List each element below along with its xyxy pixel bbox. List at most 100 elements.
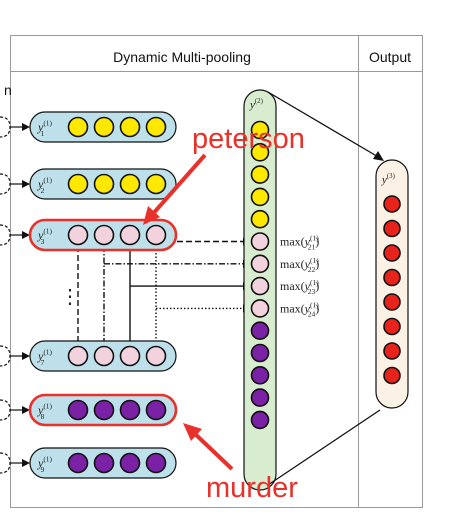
pool-to-output-arrow	[267, 91, 381, 159]
pooling-neuron	[250, 120, 270, 140]
feature-row-7: y(1)7	[0, 340, 177, 372]
feature-map-rows: y(1)1 y(1)2 y(1)3 y(1)7 y(1)8 y(1)9	[0, 111, 178, 479]
output-neuron	[383, 293, 401, 311]
neuron	[119, 173, 141, 195]
pooling-neuron	[250, 165, 270, 184]
peterson-arrow	[149, 153, 207, 218]
neuron	[145, 452, 167, 474]
prior-layer-stub	[0, 452, 11, 474]
max-label-22: max(y(1)22)	[280, 256, 319, 274]
neuron	[119, 224, 141, 246]
arrow-head	[22, 459, 30, 467]
neuron	[93, 345, 115, 367]
pooling-connections	[77, 237, 251, 345]
output-header: Output	[369, 49, 411, 65]
feature-row-2: y(1)2	[0, 168, 177, 200]
pooling-neuron	[250, 143, 270, 162]
pooling-neuron	[250, 209, 270, 229]
pooling-neuron	[250, 410, 270, 430]
annotation-arrows	[143, 153, 234, 471]
neuron	[119, 345, 141, 367]
neuron	[67, 116, 89, 138]
output-neuron	[383, 219, 401, 238]
row-label: y(1)3	[37, 227, 53, 246]
pooling-neuron	[250, 388, 270, 407]
neuron	[145, 345, 167, 367]
output-neuron	[383, 268, 401, 287]
left-header-fragment: n	[4, 82, 12, 98]
row-label: y(1)7	[37, 348, 53, 367]
annotation-peterson: peterson	[192, 123, 305, 155]
neuron	[67, 399, 89, 421]
row-label: y(1)2	[37, 176, 53, 195]
prior-layer-stub	[0, 173, 11, 195]
feature-row-1: y(1)1	[0, 111, 177, 143]
output-neuron	[383, 317, 401, 336]
neuron	[67, 224, 89, 246]
output-panel-frame	[358, 35, 423, 508]
output-neuron	[383, 342, 401, 360]
neuron	[67, 345, 89, 367]
neuron	[145, 173, 167, 195]
output-neuron	[383, 366, 401, 385]
row-label: y(1)8	[37, 402, 53, 421]
pooling-neuron	[250, 343, 270, 363]
arrow-head	[22, 180, 30, 188]
neuron	[93, 173, 115, 195]
prior-layer-stub	[0, 116, 11, 138]
output-column: y(3)	[267, 91, 409, 486]
arrow-head	[22, 123, 30, 131]
prior-layer-stub	[0, 224, 11, 246]
neuron	[93, 116, 115, 138]
neuron	[145, 116, 167, 138]
max-label-21: max(y(1)21)	[280, 234, 319, 252]
feature-row-9: y(1)9	[0, 447, 177, 479]
pooling-neuron	[250, 321, 270, 341]
arrow-head	[22, 352, 30, 360]
arrow-head	[183, 423, 202, 441]
pooling-neuron	[250, 365, 270, 385]
feature-row-8: y(1)8	[0, 393, 178, 427]
neuron	[93, 452, 115, 474]
feature-row-3: y(1)3	[0, 218, 178, 252]
pooling-panel-frame	[10, 35, 359, 508]
pooling-neuron	[250, 187, 270, 207]
neuron	[145, 224, 167, 246]
arrow-head	[143, 206, 160, 225]
prior-layer-stub	[0, 399, 11, 421]
output-neuron	[383, 195, 401, 213]
arrow-head	[22, 231, 30, 239]
neuron	[145, 399, 167, 421]
output-neuron	[383, 244, 401, 262]
neuron	[67, 452, 89, 474]
murder-arrow	[191, 430, 234, 471]
arrow-head	[373, 151, 384, 161]
max-label-23: max(y(1)23)	[280, 278, 319, 296]
pooling-neuron	[250, 276, 270, 296]
row-label: y(1)1	[37, 119, 53, 138]
prior-layer-stub	[0, 345, 11, 367]
pool-to-output-line	[267, 409, 381, 486]
max-labels: max(y(1)21) max(y(1)22) max(y(1)23) max(y(1…	[280, 234, 319, 319]
neuron	[93, 399, 115, 421]
row-label: y(1)9	[37, 455, 53, 474]
pooling-header: Dynamic Multi-pooling	[113, 49, 251, 65]
neuron	[119, 452, 141, 474]
output-label: y(3)	[381, 173, 395, 186]
pooling-column: y(2)	[243, 89, 277, 491]
neuron	[93, 224, 115, 246]
neuron	[67, 173, 89, 195]
pooling-label: y(2)	[249, 98, 263, 111]
pooling-neuron	[250, 254, 270, 274]
max-label-24: max(y(1)24)	[280, 300, 319, 318]
pooling-neuron	[250, 232, 270, 251]
row-ellipsis: ⋮	[60, 286, 80, 308]
annotations: peterson murder	[143, 123, 305, 504]
panel-frames	[10, 35, 423, 508]
pooling-neuron	[250, 299, 270, 318]
annotation-murder: murder	[206, 472, 298, 504]
neuron	[119, 116, 141, 138]
neuron	[119, 399, 141, 421]
arrow-head	[22, 406, 30, 414]
